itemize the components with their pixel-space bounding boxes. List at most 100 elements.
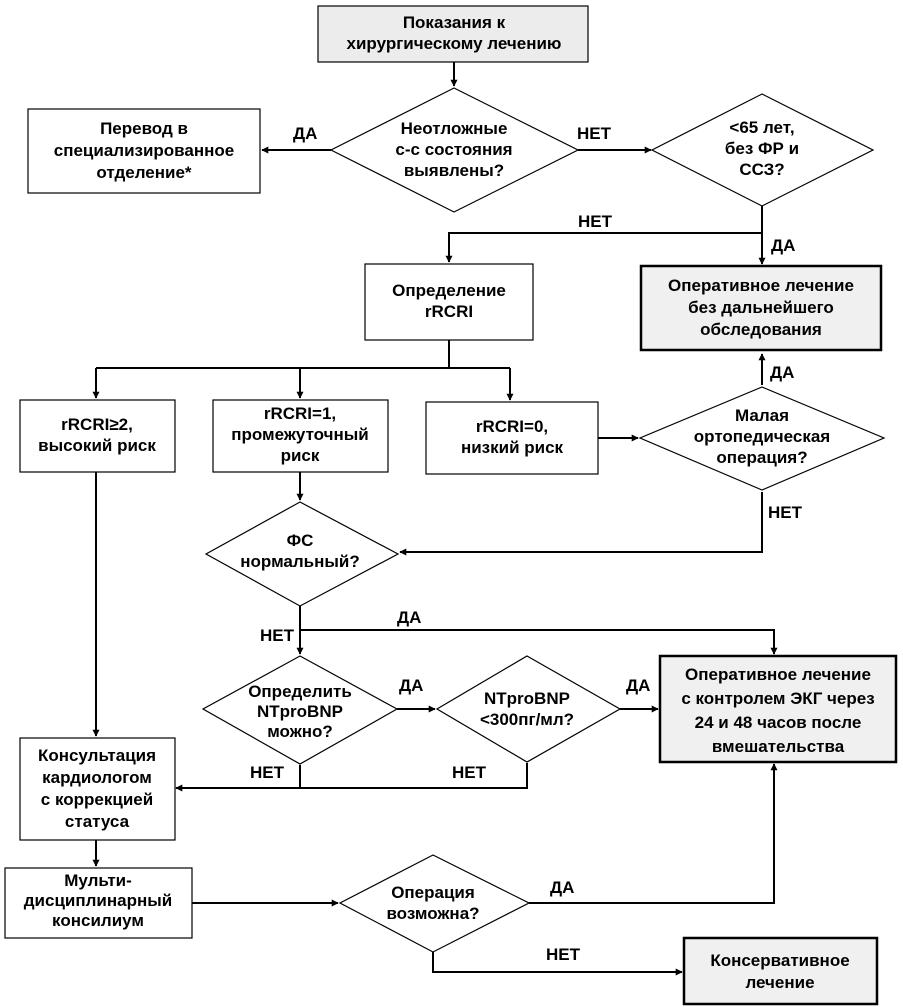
edge-labels: ДА НЕТ НЕТ ДА ДА НЕТ ДА НЕТ ДА НЕТ ДА НЕ… <box>250 124 803 964</box>
node-text-line: ортопедическая <box>694 427 830 446</box>
node-text-line: отделение* <box>96 163 192 182</box>
node-text-line: можно? <box>267 722 333 741</box>
label-fs-no: НЕТ <box>260 626 295 645</box>
label-urgent-yes: ДА <box>293 124 317 143</box>
node-text-line: высокий риск <box>38 436 156 455</box>
node-text-line: промежуточный <box>231 425 369 444</box>
node-text-line: rRCRI=0, <box>476 417 548 436</box>
node-text-line: консилиум <box>52 911 144 930</box>
node-low-risk: rRCRI=0, низкий риск <box>425 401 599 475</box>
node-text-line: NTproBNP <box>484 689 570 708</box>
svg-text:rRCRI=0,низкий риск: rRCRI=0, низкий риск <box>461 417 564 457</box>
label-age-no: НЕТ <box>578 212 613 231</box>
node-text-line: Операция <box>391 883 475 902</box>
node-text-line: rRCRI <box>425 302 473 321</box>
label-ortho-no: НЕТ <box>768 503 803 522</box>
label-bnp-value-no: НЕТ <box>452 763 487 782</box>
node-text-line: Оперативное лечение <box>668 276 854 295</box>
node-text-line: с коррекцией <box>41 790 153 809</box>
node-text-line: с-с состояния <box>395 140 512 159</box>
node-text-line: дисциплинарный <box>24 891 172 910</box>
node-text-line: Консервативное <box>710 951 849 970</box>
node-text-line: нормальный? <box>240 552 360 571</box>
node-transfer: Перевод в специализированное отделение* <box>27 108 261 194</box>
node-text-line: статуса <box>65 812 130 831</box>
node-text-line: лечение <box>745 973 814 992</box>
node-text-line: Мульти- <box>64 871 132 890</box>
node-text-line: специализированное <box>54 141 235 160</box>
node-text-line: Перевод в <box>100 119 188 138</box>
label-age-yes: ДА <box>771 236 795 255</box>
node-text-line: без ФР и <box>725 139 799 158</box>
node-text-line: Показания к <box>403 13 506 32</box>
node-text-line: риск <box>281 446 320 465</box>
node-surgery-ecg: Оперативное лечение с контролем ЭКГ через… <box>658 654 898 764</box>
label-urgent-no: НЕТ <box>577 124 612 143</box>
node-text-line: NTproBNP <box>257 702 343 721</box>
node-text-line: низкий риск <box>461 438 564 457</box>
node-text-line: ФС <box>287 531 314 550</box>
node-text-line: <300пг/мл? <box>480 710 574 729</box>
node-mid-risk: rRCRI=1, промежуточный риск <box>212 399 389 473</box>
connectors <box>92 62 778 976</box>
node-text-line: Оперативное лечение <box>685 665 871 684</box>
label-fs-yes: ДА <box>397 608 421 627</box>
edge-value-no <box>175 763 528 792</box>
node-cardio-consult: Консультация кардиологом с коррекцией стату… <box>19 737 176 841</box>
node-conservative: Консервативное лечение <box>682 936 879 1006</box>
node-urgent: Неотложные с-с состояния выявлены? <box>329 87 580 213</box>
edge-op-conservative <box>432 952 683 976</box>
node-surgery-no-exam: Оперативное лечение без дальнейшего обслед… <box>639 264 883 352</box>
node-high-risk: rRCRI≥2, высокий риск <box>19 399 176 473</box>
node-ntprobnp-value: NTproBNP <300пг/мл? <box>435 655 622 763</box>
node-text-line: операция? <box>716 448 807 467</box>
label-bnp-possible-yes: ДА <box>399 676 423 695</box>
label-op-yes: ДА <box>550 878 574 897</box>
node-text-line: вмешательства <box>712 737 845 756</box>
node-text-line: с контролем ЭКГ через <box>681 689 874 708</box>
node-text-line: выявлены? <box>404 161 504 180</box>
svg-text:NTproBNP<300пг/мл?: NTproBNP <300пг/мл? <box>480 689 574 729</box>
node-text-line: rRCRI≥2, <box>61 415 133 434</box>
label-bnp-value-yes: ДА <box>626 676 650 695</box>
node-age: <65 лет, без ФР и ССЗ? <box>650 93 875 207</box>
node-text-line: rRCRI=1, <box>264 404 336 423</box>
node-text-line: Определить <box>248 682 352 701</box>
label-bnp-possible-no: НЕТ <box>250 763 285 782</box>
node-text-line: без дальнейшего <box>688 298 834 317</box>
node-text-line: кардиологом <box>42 768 152 787</box>
label-op-no: НЕТ <box>546 945 581 964</box>
node-text-line: 24 и 48 часов после <box>695 713 862 732</box>
label-ortho-yes: ДА <box>770 363 794 382</box>
node-text-line: Неотложные <box>401 119 508 138</box>
node-text-line: <65 лет, <box>729 118 794 137</box>
edge-fs-surgery <box>299 606 778 655</box>
node-text-line: ССЗ? <box>739 160 784 179</box>
edge-age-rrcri <box>445 232 762 263</box>
edge-op-surgery <box>529 763 778 904</box>
node-text-line: Консультация <box>38 746 156 765</box>
node-fs-normal: ФС нормальный? <box>204 501 400 607</box>
node-text-line: обследования <box>700 320 822 339</box>
